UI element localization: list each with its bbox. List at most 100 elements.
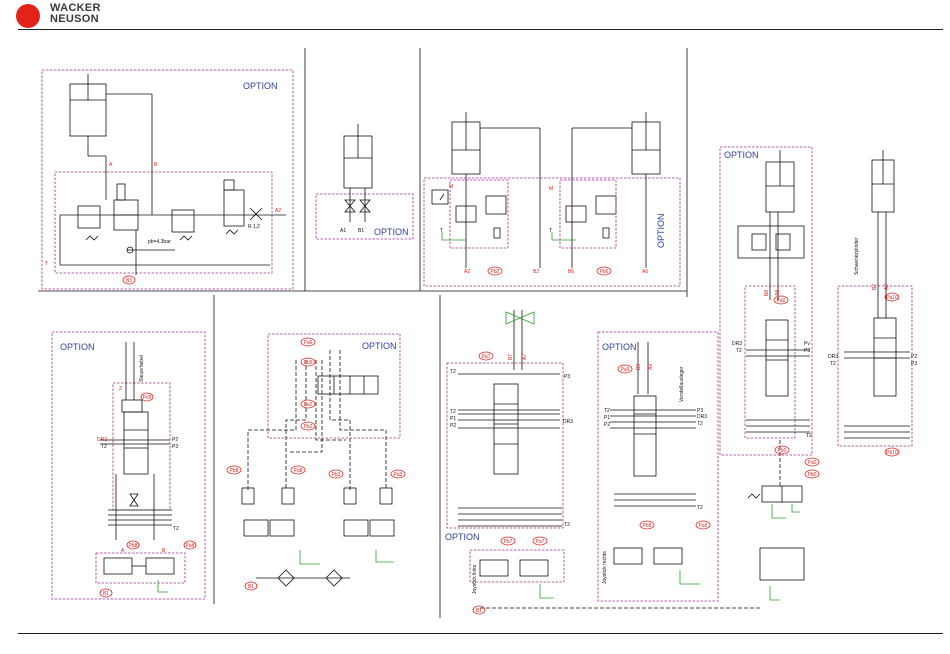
- port-tag: Pa9: [621, 367, 630, 373]
- port-label: P2: [172, 437, 178, 443]
- port-label: A: [109, 162, 113, 168]
- port-label: T2: [450, 409, 456, 415]
- port-label: T: [440, 228, 443, 234]
- port-label: P2: [911, 354, 917, 360]
- port-label: DR3: [97, 437, 107, 443]
- port-tag: Pv9: [143, 395, 152, 401]
- port-tag: Pa7: [482, 354, 491, 360]
- option-frame: [315, 193, 414, 240]
- port-label: A6: [642, 269, 648, 275]
- port-label: B1: [358, 228, 364, 234]
- port-tag: Pb2: [491, 269, 500, 275]
- port-label: B6: [568, 269, 574, 275]
- port-label: P1: [604, 415, 610, 421]
- port-label: T2: [736, 348, 742, 354]
- brand-name: WACKER NEUSON: [50, 3, 101, 25]
- panel-8-circuit: [737, 150, 810, 581]
- port-label: T2: [806, 433, 812, 439]
- brand-line-2: NEUSON: [50, 13, 99, 25]
- option-label: OPTION: [602, 342, 637, 352]
- option-frame: [446, 362, 564, 529]
- restrictor-label: R 1,2: [248, 224, 260, 230]
- port-tag: Pb0: [808, 472, 817, 478]
- port-label: A7: [884, 284, 890, 290]
- port-label: B8: [764, 290, 770, 296]
- option-labels: OPTION OPTION OPTION OPTION OPTION OPTIO…: [60, 81, 759, 542]
- port-tag: Pb9: [643, 523, 652, 529]
- port-label: T2: [173, 526, 179, 532]
- option-label: OPTION: [374, 227, 409, 237]
- setting-label: pb=4,3bar: [148, 239, 171, 245]
- port-tag: B3: [126, 278, 132, 284]
- port-label: Z: [119, 386, 122, 392]
- component-label: Verstellausleger: [679, 366, 685, 402]
- port-label: DR3: [697, 414, 707, 420]
- panel-1-circuit: [59, 74, 286, 275]
- port-tag: B1: [103, 591, 109, 597]
- tank-line: [441, 232, 576, 241]
- port-label: T: [549, 228, 552, 234]
- port-label: T: [45, 261, 48, 267]
- option-frame: [51, 331, 206, 600]
- port-tag: Pb0: [778, 448, 787, 454]
- port-label: A2: [275, 208, 281, 214]
- page-header: WACKER NEUSON: [0, 0, 950, 30]
- component-label: Joystick rechts: [602, 551, 608, 584]
- option-label: OPTION: [656, 213, 666, 248]
- option-frame: [267, 333, 401, 439]
- port-tag: Pa8: [186, 543, 195, 549]
- port-label: B: [154, 162, 158, 168]
- port-label: P3: [697, 408, 703, 414]
- port-tag: Pb5: [304, 360, 313, 366]
- port-label: P2: [450, 423, 456, 429]
- port-label: P3: [911, 361, 917, 367]
- port-tag: Pb6: [600, 269, 609, 275]
- port-label: P3: [172, 444, 178, 450]
- port-tag: Pb3: [332, 472, 341, 478]
- port-tag: Pb8: [230, 468, 239, 474]
- port-tag: Pa3: [394, 472, 403, 478]
- port-label: B7: [508, 354, 514, 360]
- port-tag: Pb10: [886, 450, 898, 456]
- port-label: B2: [533, 269, 539, 275]
- option-label: OPTION: [445, 532, 480, 542]
- port-label: B: [162, 548, 166, 554]
- option-frame: [719, 146, 813, 456]
- port-label: B7: [872, 284, 878, 290]
- port-label: A: [121, 548, 125, 554]
- port-label: Pv: [804, 341, 810, 347]
- port-label: T2: [604, 408, 610, 414]
- port-tag: Pa10: [886, 295, 898, 301]
- port-label: T2: [101, 444, 107, 450]
- port-label: T2: [564, 522, 570, 528]
- option-label: OPTION: [243, 81, 278, 91]
- port-label: P1: [450, 416, 456, 422]
- port-tag: Pa0: [808, 460, 817, 466]
- port-label: T2: [450, 369, 456, 375]
- port-label: B9: [636, 364, 642, 370]
- option-frame: [423, 177, 681, 287]
- port-tag: B1: [248, 584, 254, 590]
- option-frame: [837, 285, 913, 447]
- port-label: A1: [340, 228, 346, 234]
- port-label: DR3: [828, 354, 838, 360]
- port-tag: Pb8: [129, 543, 138, 549]
- port-tag: B1: [476, 608, 482, 614]
- port-tag: Pb2: [304, 424, 313, 430]
- port-label: DR3: [732, 341, 742, 347]
- port-label: A7: [522, 354, 528, 360]
- panel-6-circuit: [458, 310, 760, 609]
- option-label: OPTION: [724, 150, 759, 160]
- header-rule: [18, 29, 943, 30]
- port-label: M: [549, 186, 553, 192]
- panel-9-circuit: [844, 150, 910, 439]
- port-tag: Pa8: [294, 468, 303, 474]
- port-tag: Pa0: [777, 298, 786, 304]
- port-label: T2: [830, 361, 836, 367]
- panel-5-circuit: [247, 350, 387, 490]
- port-tag: Pa7: [536, 539, 545, 545]
- component-label: Steuerhebel: [139, 355, 145, 382]
- port-label: A8: [775, 290, 781, 296]
- port-label: A9: [648, 364, 654, 370]
